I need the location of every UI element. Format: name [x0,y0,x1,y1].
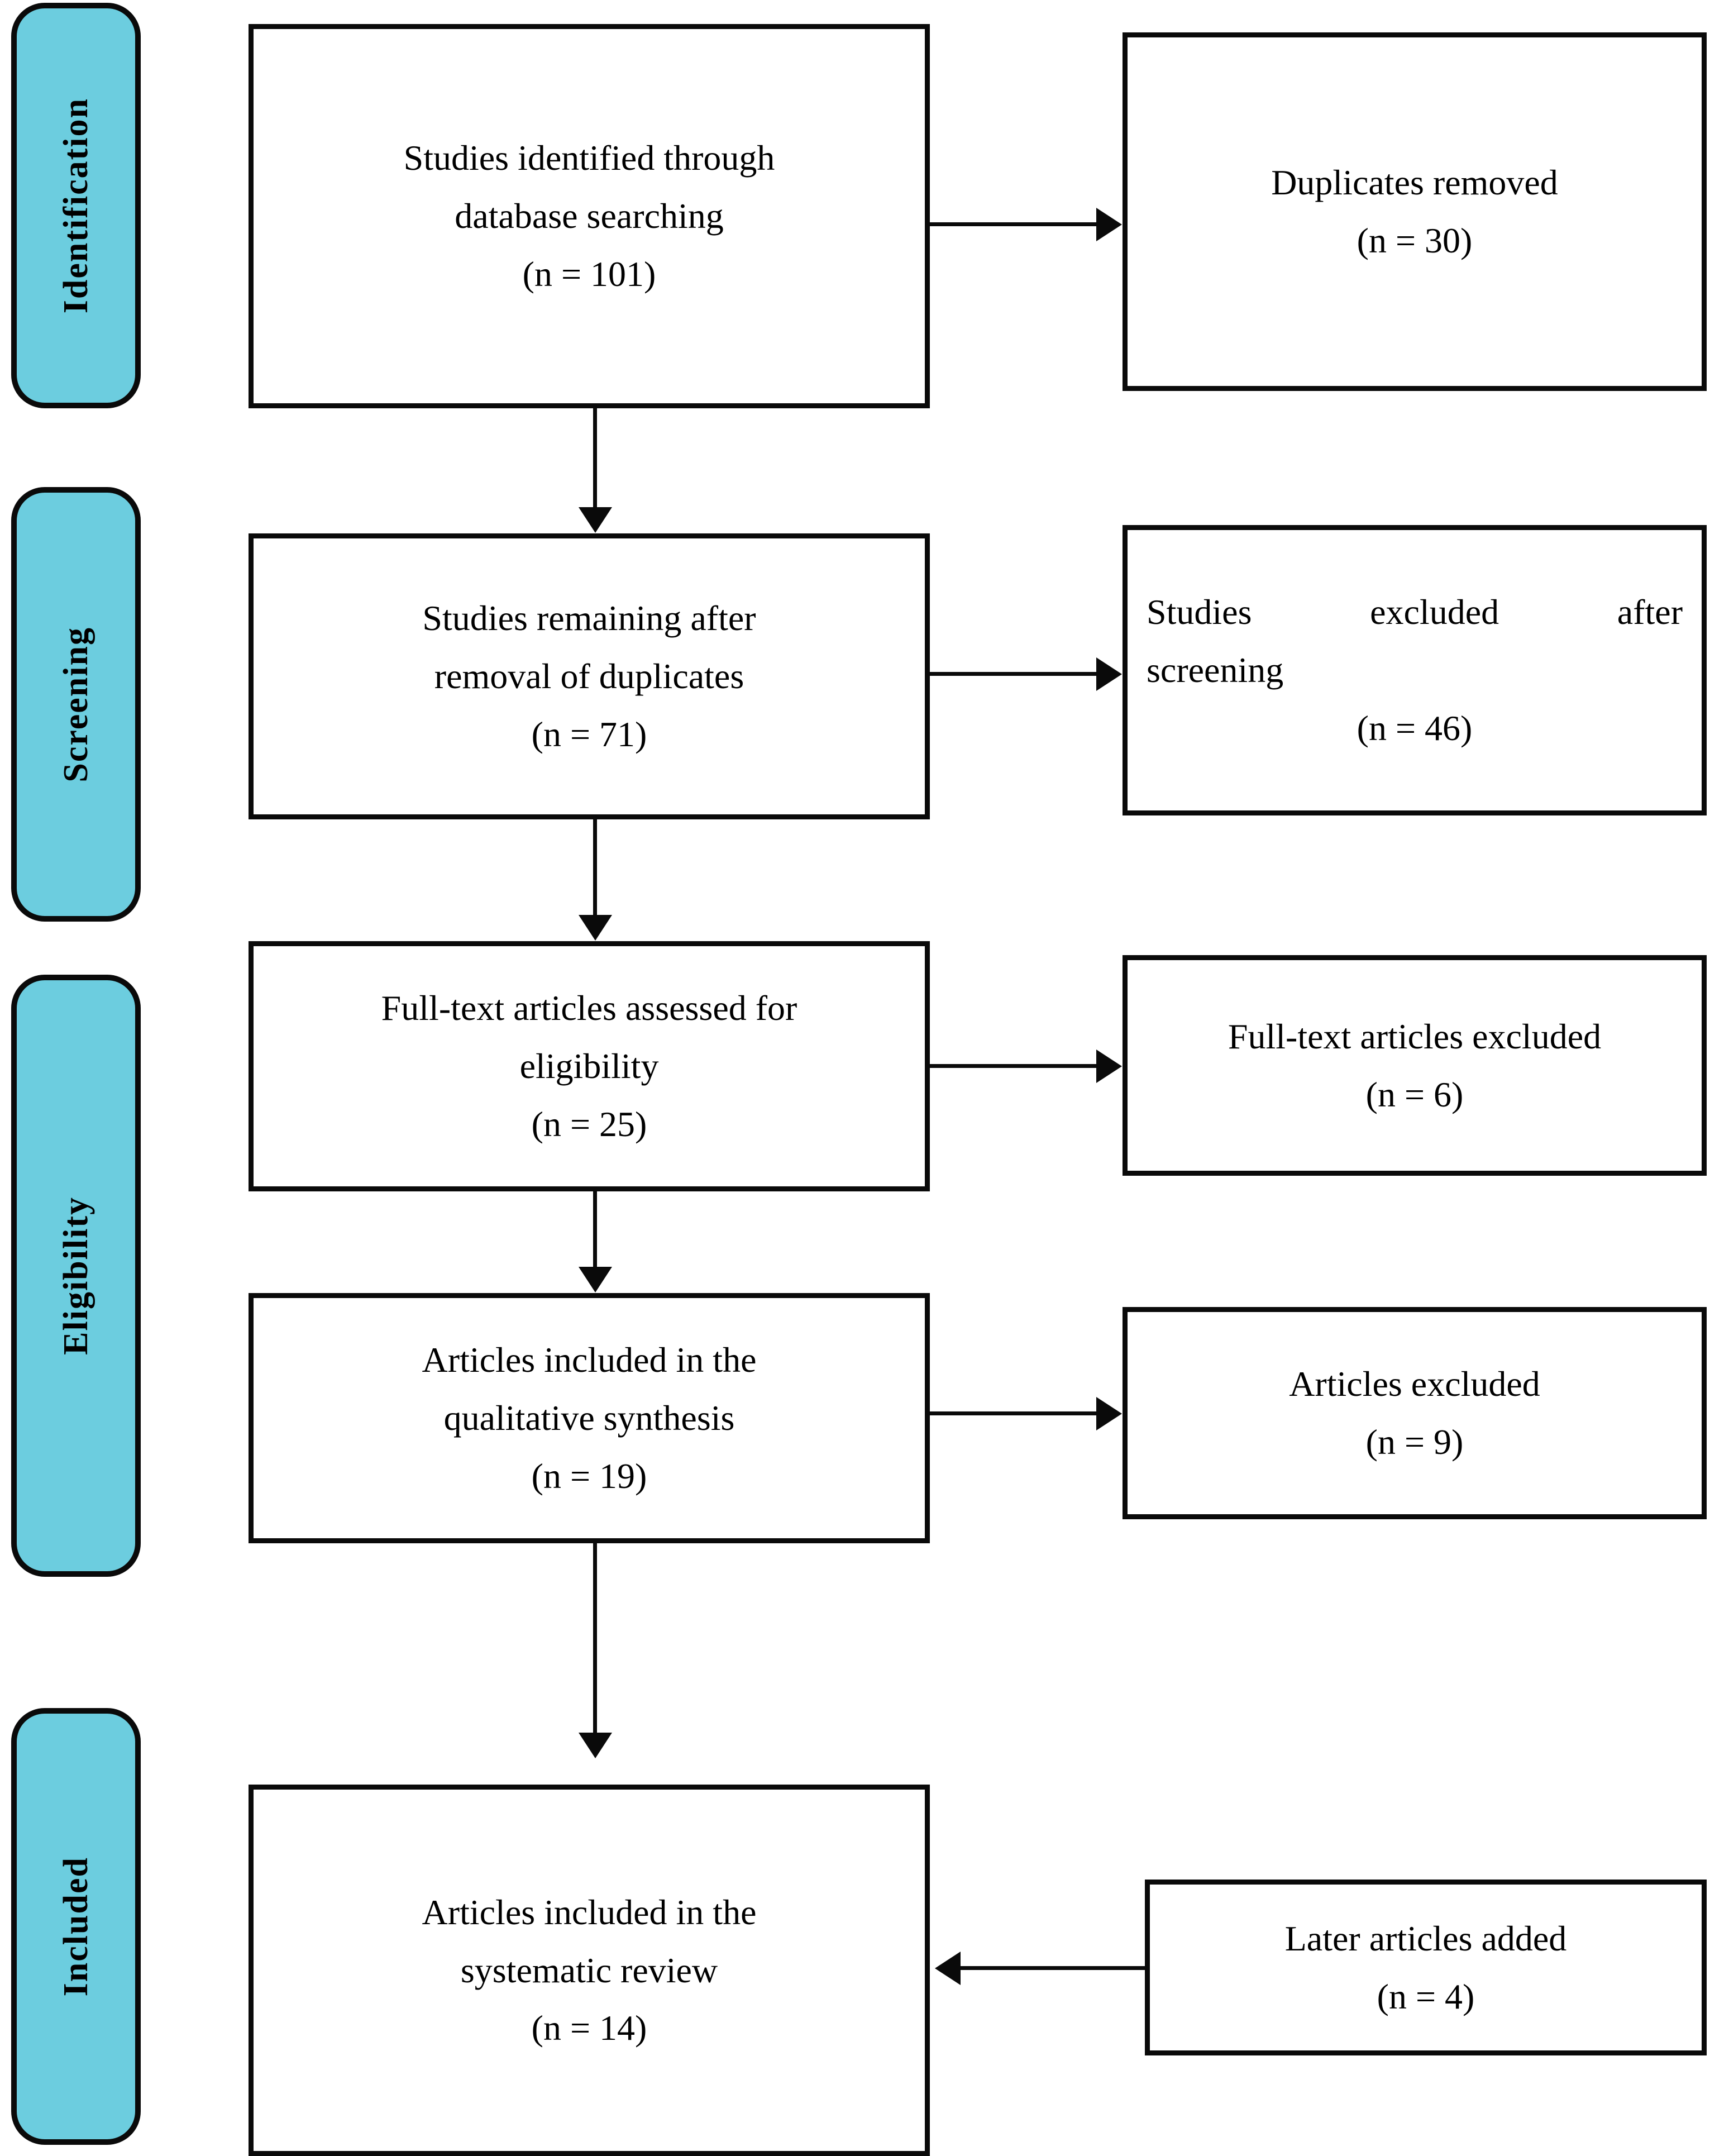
box-line-1: Articles excluded [1289,1364,1540,1404]
connector-box1-to-duplicates-line [930,222,1097,226]
stage-label-screening: Screening [57,626,95,783]
box-count: (n = 30) [1357,221,1473,260]
box-line-1: Studies remaining after [422,598,756,638]
flow-box-systematic-review: Articles included in the systematic revi… [249,1785,930,2156]
connector-box1-to-box2-line [593,408,597,509]
stage-pill-included: Included [11,1708,141,2145]
box-count: (n = 71) [531,714,647,754]
box-line-1: Articles included in the [422,1892,757,1932]
box-line-1: Articles included in the [422,1340,757,1380]
box-count: (n = 46) [1357,708,1473,748]
box-line-1: Studies excluded after [1147,592,1683,632]
flow-box-studies-identified: Studies identified through database sear… [249,24,930,408]
connector-box1-to-duplicates-arrowhead [1096,208,1122,241]
flow-box-later-articles-added: Later articles added (n = 4) [1145,1880,1707,2055]
box-count: (n = 9) [1365,1422,1464,1462]
connector-box4-to-box5-arrowhead [579,1733,612,1758]
flow-box-qualitative-synthesis: Articles included in the qualitative syn… [249,1293,930,1543]
connector-box3-to-box4-line [593,1191,597,1267]
flow-box-fulltext-excluded: Full-text articles excluded (n = 6) [1123,955,1707,1176]
box-count: (n = 19) [531,1456,647,1496]
box-line-1: Duplicates removed [1271,163,1558,203]
flow-box-studies-excluded-screening: Studies excluded after screening (n = 46… [1123,525,1707,815]
box-line-2: qualitative synthesis [443,1398,735,1438]
box-line-1: Studies identified through [403,138,775,178]
box-line-1: Later articles added [1284,1918,1567,1958]
box-line-2: systematic review [460,1950,718,1990]
stage-label-identification: Identification [57,97,95,314]
connector-box4-to-articles-excluded-arrowhead [1096,1397,1122,1430]
connector-box3-to-fulltext-excluded-arrowhead [1096,1050,1122,1083]
connector-box2-to-studies-excluded-arrowhead [1096,657,1122,691]
connector-box1-to-box2-arrowhead [579,507,612,533]
connector-later-articles-to-box5-arrowhead [935,1952,961,1985]
box-line-2: removal of duplicates [434,656,744,697]
connector-box2-to-studies-excluded-line [930,672,1097,676]
box-count: (n = 6) [1365,1074,1464,1114]
stage-pill-identification: Identification [11,3,141,408]
flow-box-duplicates-removed: Duplicates removed (n = 30) [1123,32,1707,391]
box-line-2: database searching [455,196,724,236]
flow-box-articles-excluded: Articles excluded (n = 9) [1123,1307,1707,1519]
box-count: (n = 4) [1377,1976,1475,2016]
connector-box3-to-fulltext-excluded-line [930,1064,1097,1068]
stage-label-included: Included [57,1856,95,1997]
connector-later-articles-to-box5-line [961,1966,1145,1970]
connector-box2-to-box3-line [593,819,597,915]
flow-box-studies-remaining: Studies remaining after removal of dupli… [249,533,930,819]
box-line-2: screening [1147,650,1284,690]
connector-box3-to-box4-arrowhead [579,1267,612,1292]
box-count: (n = 101) [522,254,656,294]
connector-box4-to-articles-excluded-line [930,1411,1097,1415]
connector-box2-to-box3-arrowhead [579,915,612,941]
stage-label-eligibility: Eligibility [57,1196,95,1355]
box-count: (n = 14) [531,2008,647,2048]
box-line-1: Full-text articles excluded [1228,1016,1602,1056]
stage-pill-screening: Screening [11,487,141,922]
connector-box4-to-box5-line [593,1543,597,1733]
stage-pill-eligibility: Eligibility [11,975,141,1577]
box-line-2: eligibility [519,1046,659,1086]
box-count: (n = 25) [531,1104,647,1144]
box-line-1: Full-text articles assessed for [381,988,797,1028]
flow-box-fulltext-assessed: Full-text articles assessed for eligibil… [249,941,930,1191]
